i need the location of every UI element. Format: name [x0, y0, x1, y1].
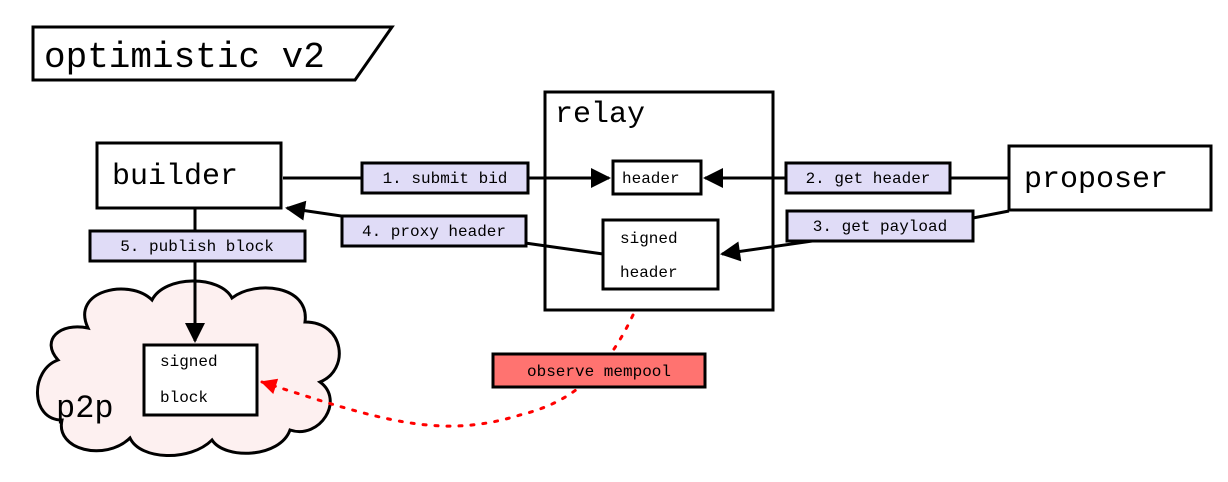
- p2p-label: p2p: [56, 390, 114, 427]
- proposer-box: proposer: [1007, 144, 1213, 212]
- label-submit-bid-text: 1. submit bid: [383, 170, 508, 188]
- diagram-title: optimistic v2: [44, 37, 325, 78]
- signed-block-line1: signed: [160, 353, 218, 371]
- builder-label: builder: [112, 160, 238, 194]
- signed-block-line2: block: [160, 389, 208, 407]
- signed-block-box: signed block: [142, 343, 259, 417]
- relay-label: relay: [555, 98, 645, 132]
- signed-header-line1: signed: [620, 230, 678, 248]
- label-publish-block: 5. publish block: [88, 229, 307, 263]
- label-get-header-text: 2. get header: [806, 170, 931, 188]
- label-observe-mempool: observe mempool: [491, 352, 707, 389]
- builder-box: builder: [95, 141, 283, 210]
- label-proxy-header-text: 4. proxy header: [362, 223, 506, 241]
- title-box: optimistic v2: [31, 25, 395, 82]
- signed-header-line2: header: [620, 264, 678, 282]
- relay-signed-header-box: signed header: [601, 218, 720, 291]
- label-get-payload-text: 3. get payload: [813, 218, 947, 236]
- label-proxy-header: 4. proxy header: [340, 214, 528, 248]
- relay-header-box: header: [611, 159, 703, 196]
- label-get-payload: 3. get payload: [785, 209, 975, 243]
- label-publish-block-text: 5. publish block: [120, 238, 274, 256]
- edge-observe-mempool: [260, 313, 635, 428]
- label-submit-bid: 1. submit bid: [360, 161, 530, 195]
- relay-header-label: header: [622, 170, 680, 188]
- label-get-header: 2. get header: [784, 161, 952, 195]
- label-observe-mempool-text: observe mempool: [527, 363, 671, 381]
- proposer-label: proposer: [1024, 163, 1168, 197]
